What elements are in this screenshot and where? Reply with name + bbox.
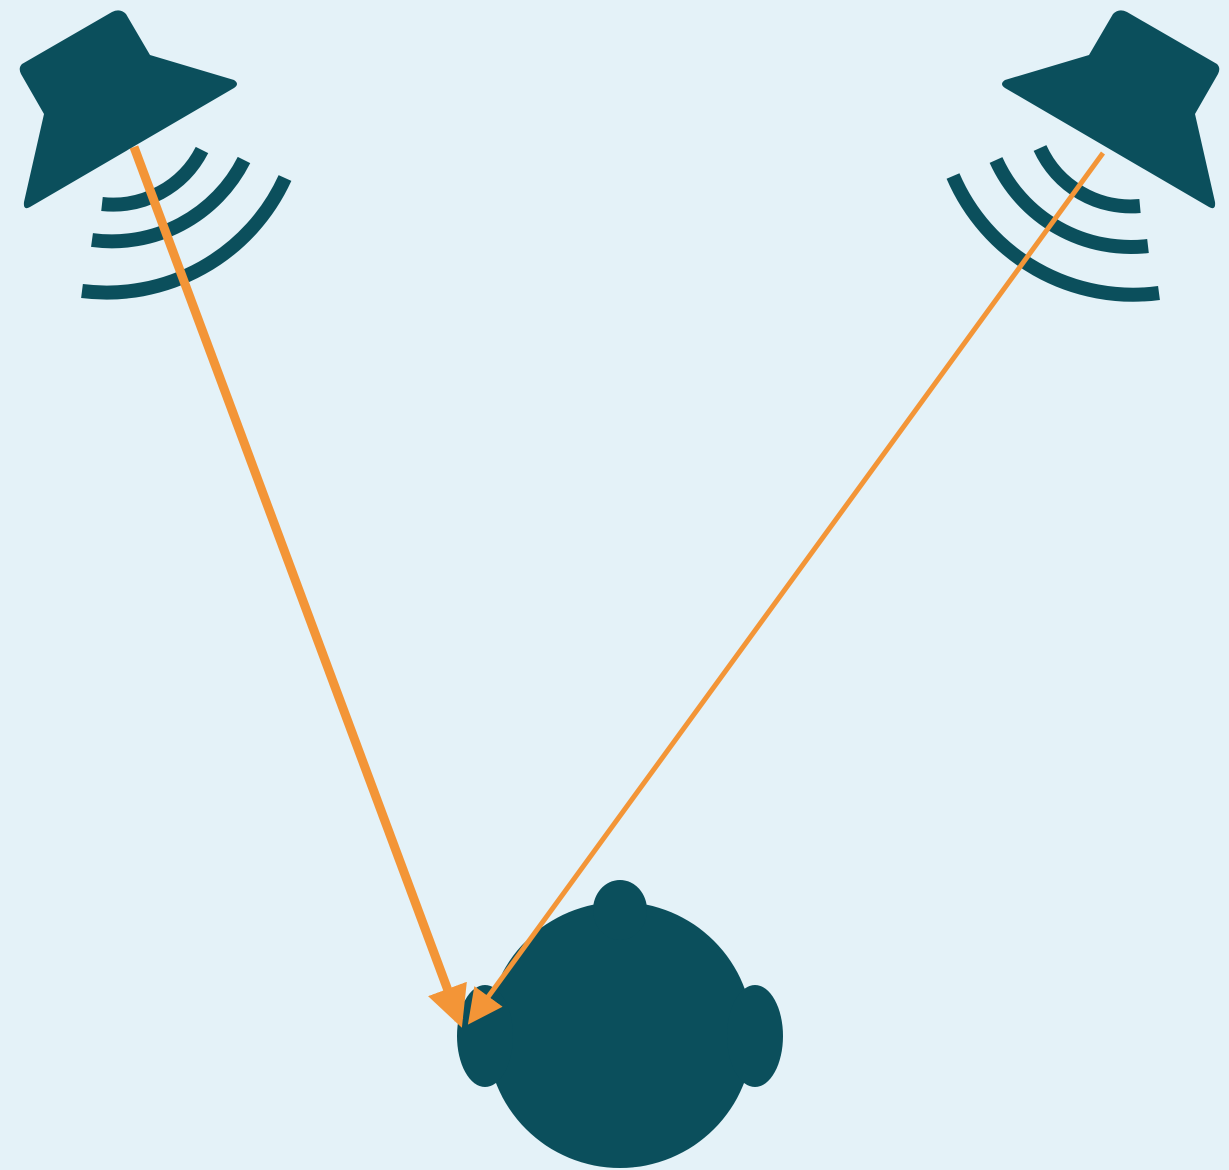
arrow-left-speaker-to-ear <box>134 147 459 1020</box>
speaker-icon <box>1002 10 1219 208</box>
speaker-icon <box>20 10 237 208</box>
listener <box>457 880 783 1168</box>
right-speaker <box>953 10 1219 294</box>
arrow-right-speaker-to-ear <box>472 153 1103 1019</box>
listener-head-icon <box>457 880 783 1168</box>
nose <box>593 880 647 940</box>
left-speaker <box>20 10 285 292</box>
listener-right-ear <box>727 985 783 1087</box>
